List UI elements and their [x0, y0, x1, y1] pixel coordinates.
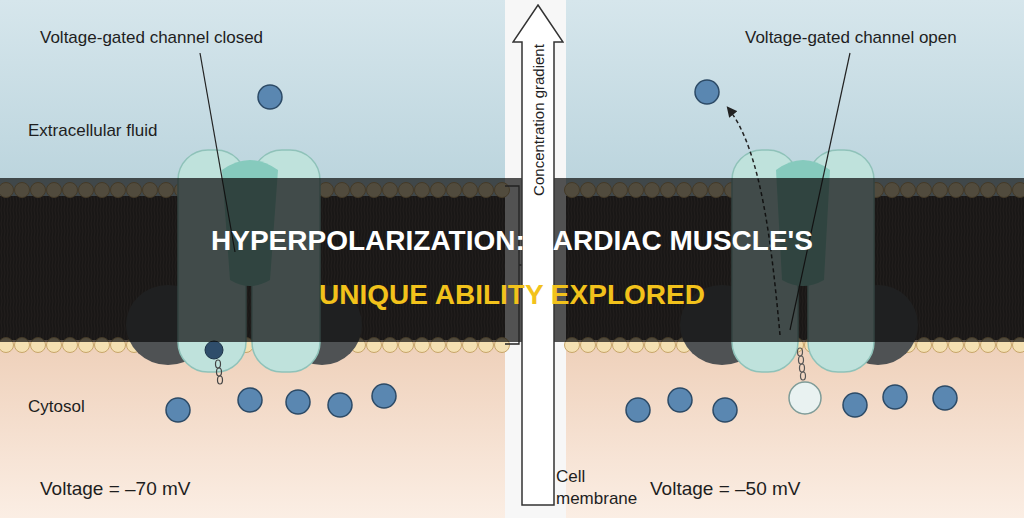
- voltage-label: Voltage = –70 mV: [40, 478, 191, 501]
- arrow-label: Concentration gradient: [530, 44, 547, 196]
- voltage-label: Voltage = –50 mV: [650, 478, 801, 501]
- callout-label: Voltage-gated channel open: [745, 28, 957, 48]
- title-band: [0, 178, 1024, 342]
- title: HYPERPOLARIZATION: CARDIAC MUSCLE'S UNIQ…: [182, 214, 842, 322]
- callout-label: Voltage-gated channel closed: [40, 28, 263, 48]
- cytosol-ground: [0, 335, 505, 518]
- callout-label: Cell membrane: [556, 466, 642, 510]
- region-label: Extracellular fluid: [28, 121, 157, 141]
- region-label: Cytosol: [28, 397, 85, 417]
